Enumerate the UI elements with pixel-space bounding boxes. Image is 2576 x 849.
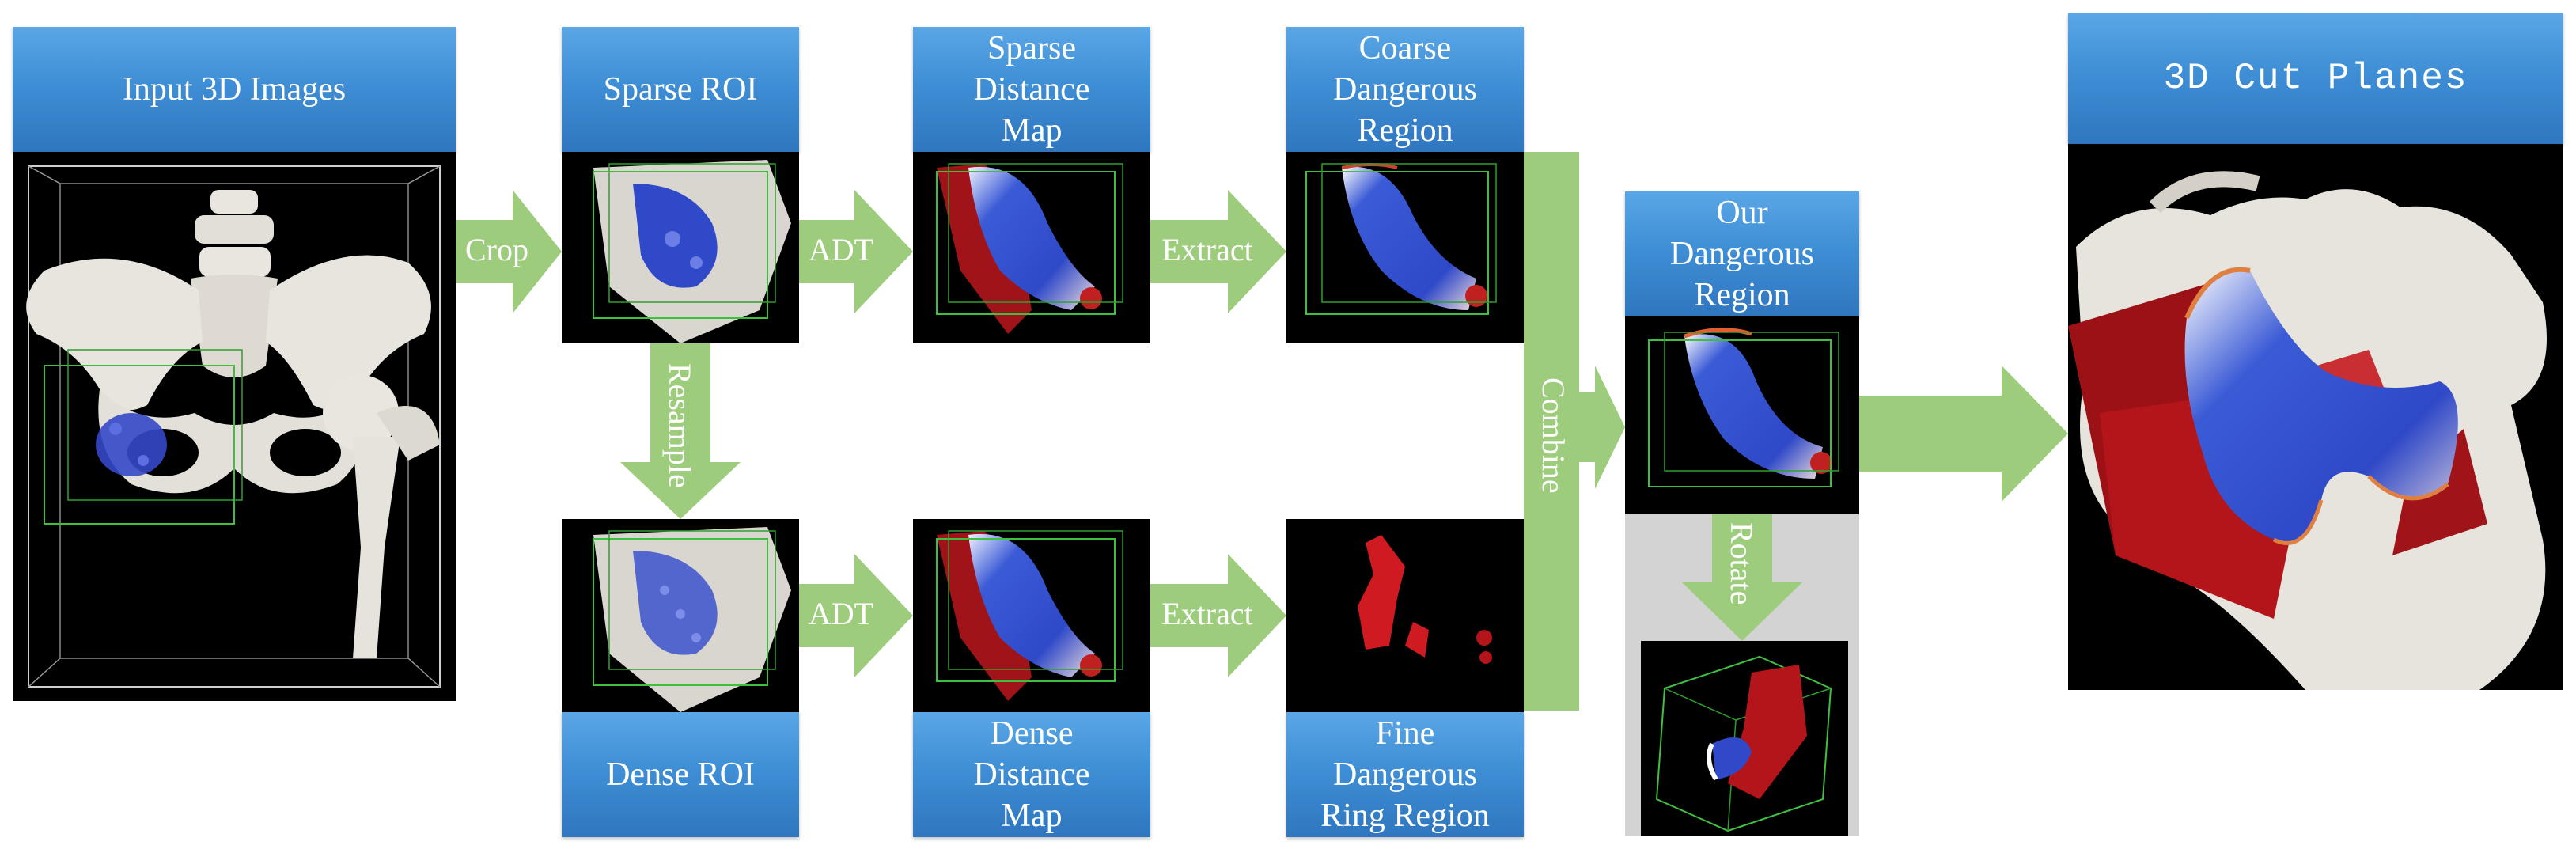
- dense-roi-image: [562, 519, 799, 712]
- fine-dangerous-ring-region-label: Fine Dangerous Ring Region: [1320, 715, 1490, 834]
- resample-label: Resample: [662, 363, 698, 488]
- dense-distance-map-image: [913, 519, 1150, 712]
- coarse-dangerous-region-header: Coarse Dangerous Region: [1286, 27, 1524, 152]
- dense-distance-map-header: Dense Distance Map: [913, 712, 1150, 837]
- sparse-roi-image: [562, 152, 799, 343]
- cut-planes-arrow: [1859, 366, 2068, 502]
- extract-bottom-label: Extract: [1161, 596, 1253, 631]
- extract-top-label: Extract: [1161, 232, 1253, 267]
- input-3d-images-label: Input 3D Images: [122, 71, 347, 108]
- combine-arrow: [1579, 366, 1625, 489]
- adt-bottom-label: ADT: [808, 596, 874, 631]
- fine-dangerous-ring-region-header: Fine Dangerous Ring Region: [1286, 712, 1524, 837]
- rotate-label: Rotate: [1724, 521, 1760, 605]
- cut-planes-header: 3D Cut Planes: [2068, 13, 2563, 144]
- our-dangerous-region-header: Our Dangerous Region: [1625, 191, 1859, 316]
- dense-roi-header: Dense ROI: [562, 712, 799, 837]
- our-dangerous-region-label: Our Dangerous Region: [1670, 195, 1814, 313]
- sparse-distance-map-header: Sparse Distance Map: [913, 27, 1150, 152]
- fine-dangerous-ring-region-image: [1286, 519, 1524, 712]
- dense-roi-label: Dense ROI: [606, 756, 755, 793]
- combine-label: Combine: [1536, 377, 1571, 494]
- coarse-dangerous-region-image: [1286, 152, 1524, 343]
- sparse-distance-map-image: [913, 152, 1150, 343]
- our-dangerous-region-image: [1625, 316, 1859, 514]
- crop-label: Crop: [465, 232, 528, 267]
- input-3d-images-header: Input 3D Images: [13, 27, 456, 152]
- coarse-dangerous-region-label: Coarse Dangerous Region: [1333, 30, 1477, 149]
- sparse-roi-header: Sparse ROI: [562, 27, 799, 152]
- rotated-region-image: [1641, 641, 1848, 836]
- sparse-distance-map-label: Sparse Distance Map: [973, 30, 1090, 149]
- input-pelvis-image: [13, 152, 456, 701]
- dense-distance-map-label: Dense Distance Map: [973, 715, 1090, 834]
- cut-planes-label: 3D Cut Planes: [2163, 58, 2468, 99]
- adt-top-label: ADT: [808, 232, 874, 267]
- sparse-roi-label: Sparse ROI: [603, 71, 758, 108]
- cut-planes-image: [2068, 144, 2563, 690]
